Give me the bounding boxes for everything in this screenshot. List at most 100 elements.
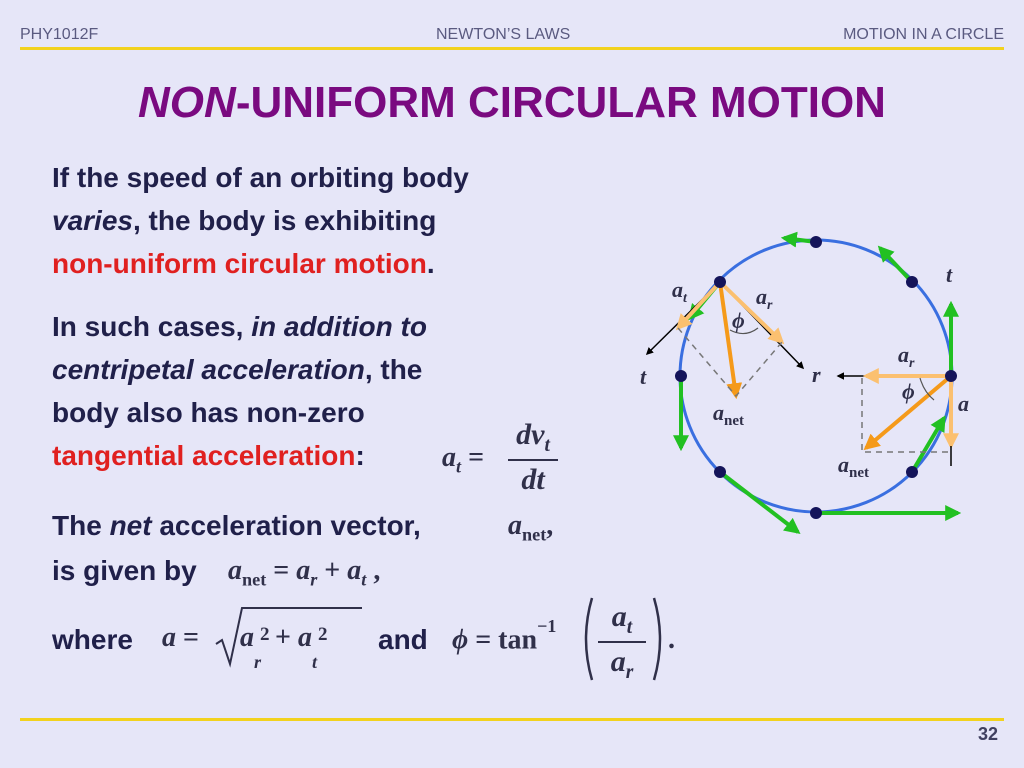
- dt-denominator: dt: [521, 462, 545, 496]
- velocity-arrow-bottom-right: [910, 415, 946, 474]
- p2-line2: centripetal acceleration, the: [52, 354, 422, 386]
- p2-line1: In such cases, in addition to: [52, 311, 427, 343]
- section-name: MOTION IN A CIRCLE: [843, 26, 1004, 43]
- top-rule: [20, 47, 1004, 50]
- rad-ar-sub: r: [254, 652, 262, 672]
- dv-sub: t: [544, 434, 550, 456]
- sum-plus: +: [324, 555, 341, 586]
- ratio-den: ar: [598, 645, 646, 684]
- rad-ar-sq: 2: [260, 624, 270, 645]
- sum-at-a: a: [347, 555, 362, 586]
- anet-sub: net: [522, 524, 547, 545]
- p1-end: .: [426, 248, 435, 279]
- label-at: at: [672, 277, 688, 306]
- dv-text: dv: [516, 418, 545, 451]
- anet-comma: ,: [546, 510, 554, 541]
- parentheses: [584, 597, 662, 681]
- body-top-right: [906, 276, 918, 288]
- ratio-num-a: a: [611, 600, 627, 633]
- nonuniform-term: non-uniform circular motion: [52, 248, 427, 279]
- p3-line1-rest: acceleration vector,: [151, 510, 421, 541]
- label-phi: ϕ: [732, 308, 745, 333]
- sum-comma: ,: [373, 555, 381, 586]
- p2-line3: body also has non-zero: [52, 397, 365, 428]
- ratio-num-sub: t: [626, 616, 633, 638]
- velocity-arrow-bottom-left: [718, 470, 801, 534]
- mag-a: a: [162, 622, 176, 653]
- p3-line2: is given by: [52, 555, 197, 586]
- in-addition-emph: in addition to: [251, 311, 427, 342]
- net-acceleration-arrow: [718, 281, 743, 400]
- phi-equation: ϕ = tan−1: [452, 616, 556, 656]
- slide-topic: NEWTON’S LAWS: [436, 26, 571, 43]
- p2-line1-text: In such cases,: [52, 311, 252, 342]
- at-eq: =: [468, 442, 485, 473]
- ratio-num: at: [598, 600, 646, 639]
- rad-at-sub: t: [311, 652, 318, 672]
- sqrt-sign: [215, 607, 362, 668]
- net-emph: net: [109, 510, 152, 541]
- ratio-den-sub: r: [625, 661, 634, 683]
- sum-anet-sub: net: [242, 569, 267, 590]
- tan-inverse: −1: [537, 616, 557, 636]
- body-bottom: [810, 507, 822, 519]
- phi-arc: [729, 327, 759, 335]
- page-number: 32: [977, 724, 998, 744]
- anet-a: a: [508, 510, 522, 541]
- p3-where: where: [52, 624, 133, 655]
- sum-ar-a: a: [296, 555, 311, 586]
- at-a: a: [442, 442, 456, 473]
- body-right: [945, 370, 957, 382]
- anet-sum-equation: anet = ar + at ,: [228, 555, 380, 590]
- net-acceleration-right: [863, 374, 953, 451]
- label-ar-right: ar: [898, 342, 915, 371]
- sum-eq: =: [273, 555, 290, 586]
- p3-the: The: [52, 510, 110, 541]
- phi-eq: =: [475, 624, 492, 656]
- label-t-left: t: [640, 364, 647, 389]
- sum-at-sub: t: [361, 569, 367, 590]
- sum-anet-a: a: [228, 555, 242, 586]
- mag-eq: =: [183, 622, 199, 653]
- p2-end: :: [355, 440, 365, 471]
- label-anet-right: anet: [838, 452, 869, 481]
- velocity-arrow-top-right: [877, 245, 914, 284]
- circular-motion-diagram: at ar ϕ anet t r t ar ϕ a anet: [640, 231, 969, 534]
- body-left: [675, 370, 687, 382]
- ratio-bar: [598, 640, 646, 643]
- p2-line4: tangential acceleration:: [52, 440, 365, 472]
- rad-plus: +: [275, 622, 291, 653]
- fraction-bar: [508, 458, 558, 461]
- label-r: r: [812, 362, 821, 387]
- phi-arc-right: [919, 377, 935, 401]
- p3-and: and: [378, 624, 428, 655]
- radial-acceleration-arrow: [718, 280, 785, 345]
- course-code: PHY1012F: [20, 26, 99, 43]
- at-sub: t: [456, 456, 462, 477]
- varies-emph: varies: [52, 205, 133, 236]
- rad-at-a: a: [297, 622, 312, 653]
- parallelogram-dash: [677, 327, 783, 398]
- final-period: .: [668, 624, 675, 655]
- bottom-rule: [20, 718, 1004, 721]
- label-ar: ar: [756, 284, 773, 313]
- label-phi-right: ϕ: [902, 379, 915, 404]
- title-rest: -UNIFORM CIRCULAR MOTION: [235, 78, 886, 127]
- tan-text: tan: [498, 624, 538, 656]
- slide-title: NON-UNIFORM CIRCULAR MOTION: [0, 78, 1024, 128]
- centripetal-emph: centripetal acceleration: [52, 354, 365, 385]
- label-at-right: a: [958, 391, 969, 416]
- dvdt-numerator: dvt: [508, 418, 558, 457]
- p1-line2: varies, the body is exhibiting: [52, 205, 436, 237]
- p1-line1: If the speed of an orbiting body: [52, 162, 469, 193]
- tangential-term: tangential acceleration: [52, 440, 356, 471]
- magnitude-lhs: a =: [162, 622, 199, 654]
- anet-symbol: anet,: [508, 510, 553, 545]
- at-equation-lhs: at =: [442, 442, 484, 477]
- rad-at-sq: 2: [317, 624, 328, 645]
- body-bottom-right: [906, 466, 918, 478]
- body-top: [810, 236, 822, 248]
- p1-line2-rest: , the body is exhibiting: [132, 205, 437, 236]
- body-top-left: [714, 276, 726, 288]
